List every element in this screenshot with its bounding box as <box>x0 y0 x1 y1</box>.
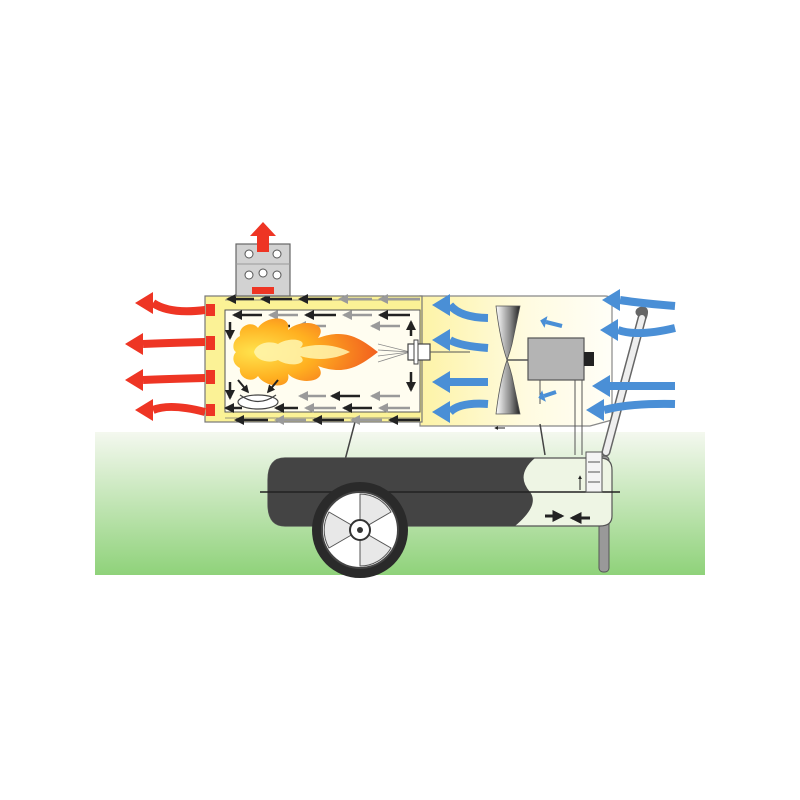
outlet-marker <box>206 370 215 384</box>
red-arrow-icon <box>125 369 206 391</box>
blue-arrow-icon <box>592 375 675 397</box>
burner-nozzle <box>407 339 470 365</box>
flame-deflector <box>237 379 279 410</box>
blue-arrow-icon <box>432 399 489 423</box>
blue-arrow-icon <box>602 289 676 311</box>
fan-blade-icon <box>495 305 528 415</box>
exhaust-arrow-icon <box>250 222 276 252</box>
blue-arrow-icon <box>432 371 488 393</box>
blue-arrow-icon <box>586 399 676 421</box>
outlet-marker <box>206 404 215 416</box>
hot-air-outlet <box>125 292 206 421</box>
outlet-marker <box>206 304 215 316</box>
internal-flow-arrows <box>224 294 420 425</box>
blue-arrow-icon <box>538 390 546 402</box>
wheel-icon <box>312 482 408 578</box>
fuel-tank <box>260 451 620 527</box>
cool-air-intake <box>432 289 676 423</box>
red-arrow-icon <box>135 399 206 421</box>
red-arrow-icon <box>135 292 206 316</box>
red-arrow-icon <box>125 333 206 355</box>
blue-arrow-icon <box>432 294 489 322</box>
flame-icon <box>233 318 411 386</box>
blue-arrow-icon <box>540 316 548 328</box>
blue-arrow-icon <box>432 329 489 352</box>
outlet-marker <box>206 336 215 350</box>
exhaust-flue <box>235 222 291 297</box>
fan-motor <box>494 337 594 455</box>
blue-arrow-icon <box>600 319 676 341</box>
